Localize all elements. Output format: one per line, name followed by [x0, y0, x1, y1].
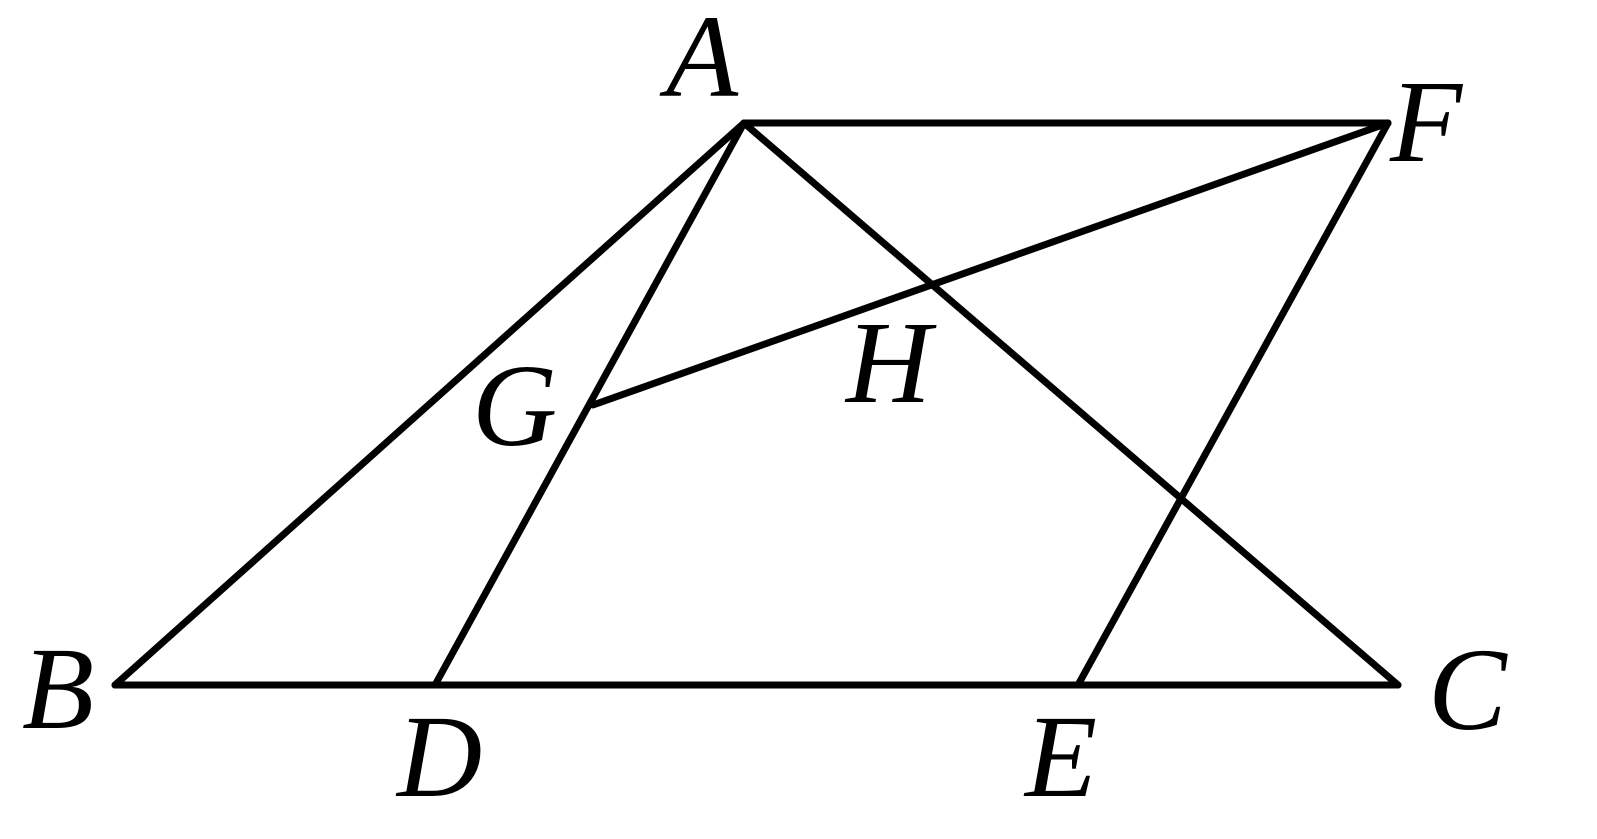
- label-point-f: F: [1389, 56, 1464, 187]
- segment-ac: [740, 119, 1402, 689]
- label-point-e: E: [1023, 691, 1097, 822]
- label-point-a: A: [659, 0, 739, 122]
- label-point-c: C: [1428, 624, 1508, 755]
- segment-ad: [431, 119, 748, 689]
- segment-fg: [589, 119, 1392, 409]
- segment-ab: [111, 119, 748, 689]
- segment-fe: [1074, 119, 1392, 689]
- label-point-b: B: [22, 623, 94, 754]
- label-point-d: D: [395, 691, 482, 822]
- label-point-h: H: [844, 297, 937, 428]
- label-point-g: G: [472, 340, 557, 471]
